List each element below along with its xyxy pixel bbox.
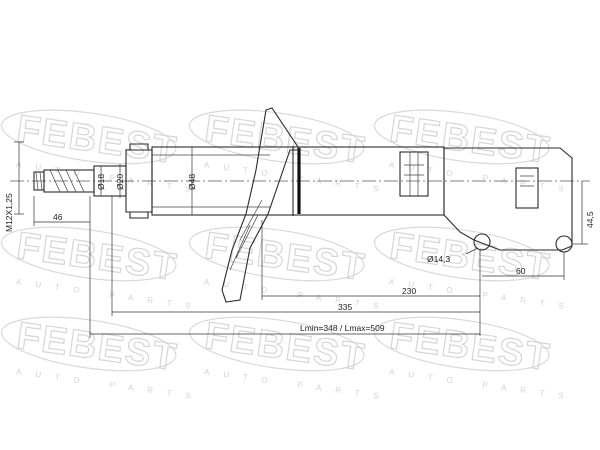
label-44-5: 44,5 xyxy=(585,211,595,228)
knuckle-slot-detail xyxy=(520,175,534,187)
label-46: 46 xyxy=(53,212,63,222)
watermark-logo: FEBEST AUTO PARTS xyxy=(0,225,206,313)
watermark-logo: FEBEST AUTO PARTS xyxy=(373,225,579,313)
watermark-tagline: AUTO PARTS xyxy=(389,277,579,312)
rod-hatch xyxy=(49,169,85,193)
bracket-detail xyxy=(229,199,263,271)
knuckle-slot xyxy=(515,167,539,209)
mount-hole-left xyxy=(473,233,491,251)
label-d48: Ø48 xyxy=(187,174,197,190)
label-thread: M12X1,25 xyxy=(4,193,14,232)
watermark-logo: FEBEST AUTO PARTS xyxy=(373,315,579,403)
dimension-lines xyxy=(14,141,588,338)
thread-lines xyxy=(35,171,43,191)
watermark-tagline: AUTO PARTS xyxy=(16,367,206,402)
shock-absorber-part xyxy=(33,107,573,303)
watermark-tagline: AUTO PARTS xyxy=(389,367,579,402)
watermark-logo: FEBEST AUTO PARTS xyxy=(188,225,394,313)
label-335: 335 xyxy=(338,302,352,312)
dimension-labels: M12X1,25 46 Ø18 Ø20 Ø48 Ø14,3 60 44,5 23… xyxy=(4,174,595,333)
watermark-tagline: AUTO PARTS xyxy=(389,160,579,195)
dim-hole-leader xyxy=(465,247,479,255)
knuckle-mount xyxy=(443,147,573,251)
watermark-tagline: AUTO PARTS xyxy=(204,367,394,402)
label-d20: Ø20 xyxy=(115,174,125,190)
watermark-tagline: AUTO PARTS xyxy=(16,277,206,312)
watermark-logo: FEBEST AUTO PARTS xyxy=(0,315,206,403)
label-d18: Ø18 xyxy=(96,174,106,190)
label-total-length: Lmin=348 / Lmax=509 xyxy=(300,323,385,333)
top-cap-rim xyxy=(129,143,149,219)
label-230: 230 xyxy=(402,286,416,296)
hose-bracket xyxy=(399,151,429,197)
watermark-tagline: AUTO PARTS xyxy=(204,277,394,312)
stabilizer-bracket xyxy=(221,107,302,303)
hose-bracket-detail xyxy=(404,152,424,196)
label-hole: Ø14,3 xyxy=(427,254,450,264)
label-60: 60 xyxy=(516,266,526,276)
